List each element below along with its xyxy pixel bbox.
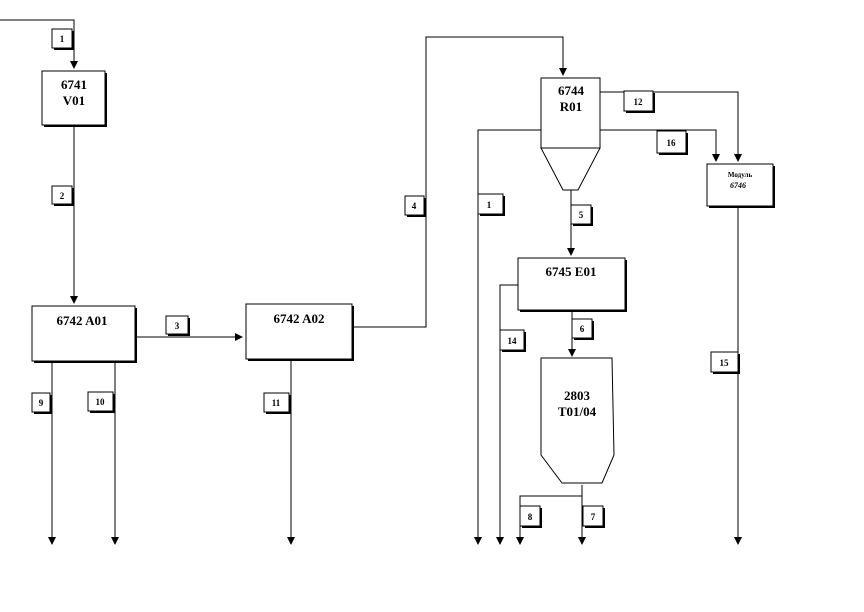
stream-tag-11: 11 <box>263 392 291 414</box>
unit-module-line2: 6746 <box>730 181 746 190</box>
stream-tag-6: 6 <box>571 318 594 340</box>
stream-tag-8: 8 <box>519 505 542 528</box>
stream-tag-1-feed: 1 <box>51 28 74 50</box>
stream-line-16 <box>600 129 720 162</box>
stream-tag-9-label: 9 <box>39 398 44 408</box>
unit-6742-a01-label: 6742 A01 <box>57 313 108 328</box>
unit-6741-v01: 6741 V01 <box>41 70 107 127</box>
stream-tag-9: 9 <box>31 392 52 414</box>
unit-6742-a01: 6742 A01 <box>31 305 137 363</box>
unit-6744-r01-line1: 6744 <box>558 83 585 98</box>
unit-6741-v01-line1: 6741 <box>61 77 87 92</box>
unit-module-line1: Модуль <box>728 171 753 179</box>
stream-tags: 1 2 3 4 1 5 6 <box>31 28 740 528</box>
stream-tag-1-outlet: 1 <box>477 193 505 216</box>
stream-tag-5-label: 5 <box>579 210 584 220</box>
stream-tag-1-feed-label: 1 <box>60 34 65 44</box>
stream-tag-3-label: 3 <box>175 321 180 331</box>
stream-tag-10: 10 <box>87 391 115 413</box>
stream-line-1-outlet <box>474 129 541 545</box>
stream-tag-4-label: 4 <box>412 201 417 211</box>
stream-tag-4: 4 <box>404 195 426 217</box>
stream-tag-2-label: 2 <box>60 191 65 201</box>
stream-tag-15: 15 <box>710 351 740 374</box>
stream-line-8 <box>516 495 582 545</box>
unit-6744-r01: 6744 R01 <box>540 77 601 191</box>
stream-tag-12: 12 <box>623 90 655 113</box>
unit-2803-t01: 2803 T01/04 <box>540 357 615 484</box>
stream-line-4 <box>352 36 567 328</box>
unit-6745-e01-label: 6745 E01 <box>546 264 597 279</box>
stream-tag-14: 14 <box>499 329 526 352</box>
unit-6742-a02: 6742 A02 <box>245 303 354 361</box>
stream-tag-12-label: 12 <box>634 97 644 107</box>
stream-tag-3: 3 <box>165 315 190 336</box>
unit-2803-t01-line1: 2803 <box>564 388 591 403</box>
stream-tag-8-label: 8 <box>528 512 533 522</box>
stream-tag-5: 5 <box>570 204 593 226</box>
stream-tag-1-outlet-label: 1 <box>487 200 492 210</box>
stream-tag-16: 16 <box>656 130 688 155</box>
unit-6744-r01-line2: R01 <box>560 99 582 114</box>
unit-2803-t01-line2: T01/04 <box>558 404 597 419</box>
stream-tag-15-label: 15 <box>720 358 730 368</box>
unit-6745-e01: 6745 E01 <box>517 257 627 312</box>
stream-tag-14-label: 14 <box>508 336 518 346</box>
unit-module-6746: Модуль 6746 <box>706 163 775 208</box>
unit-6741-v01-line2: V01 <box>63 93 85 108</box>
stream-tag-10-label: 10 <box>96 397 106 407</box>
stream-tag-6-label: 6 <box>580 324 585 334</box>
stream-tag-16-label: 16 <box>667 138 677 148</box>
stream-tag-11-label: 11 <box>272 398 281 408</box>
unit-6742-a02-label: 6742 A02 <box>274 311 325 326</box>
stream-tag-2: 2 <box>51 185 74 206</box>
stream-line-14 <box>496 284 518 545</box>
stream-tag-7-label: 7 <box>591 512 596 522</box>
stream-tag-7: 7 <box>582 505 605 528</box>
stream-line-1-feed <box>0 19 78 69</box>
